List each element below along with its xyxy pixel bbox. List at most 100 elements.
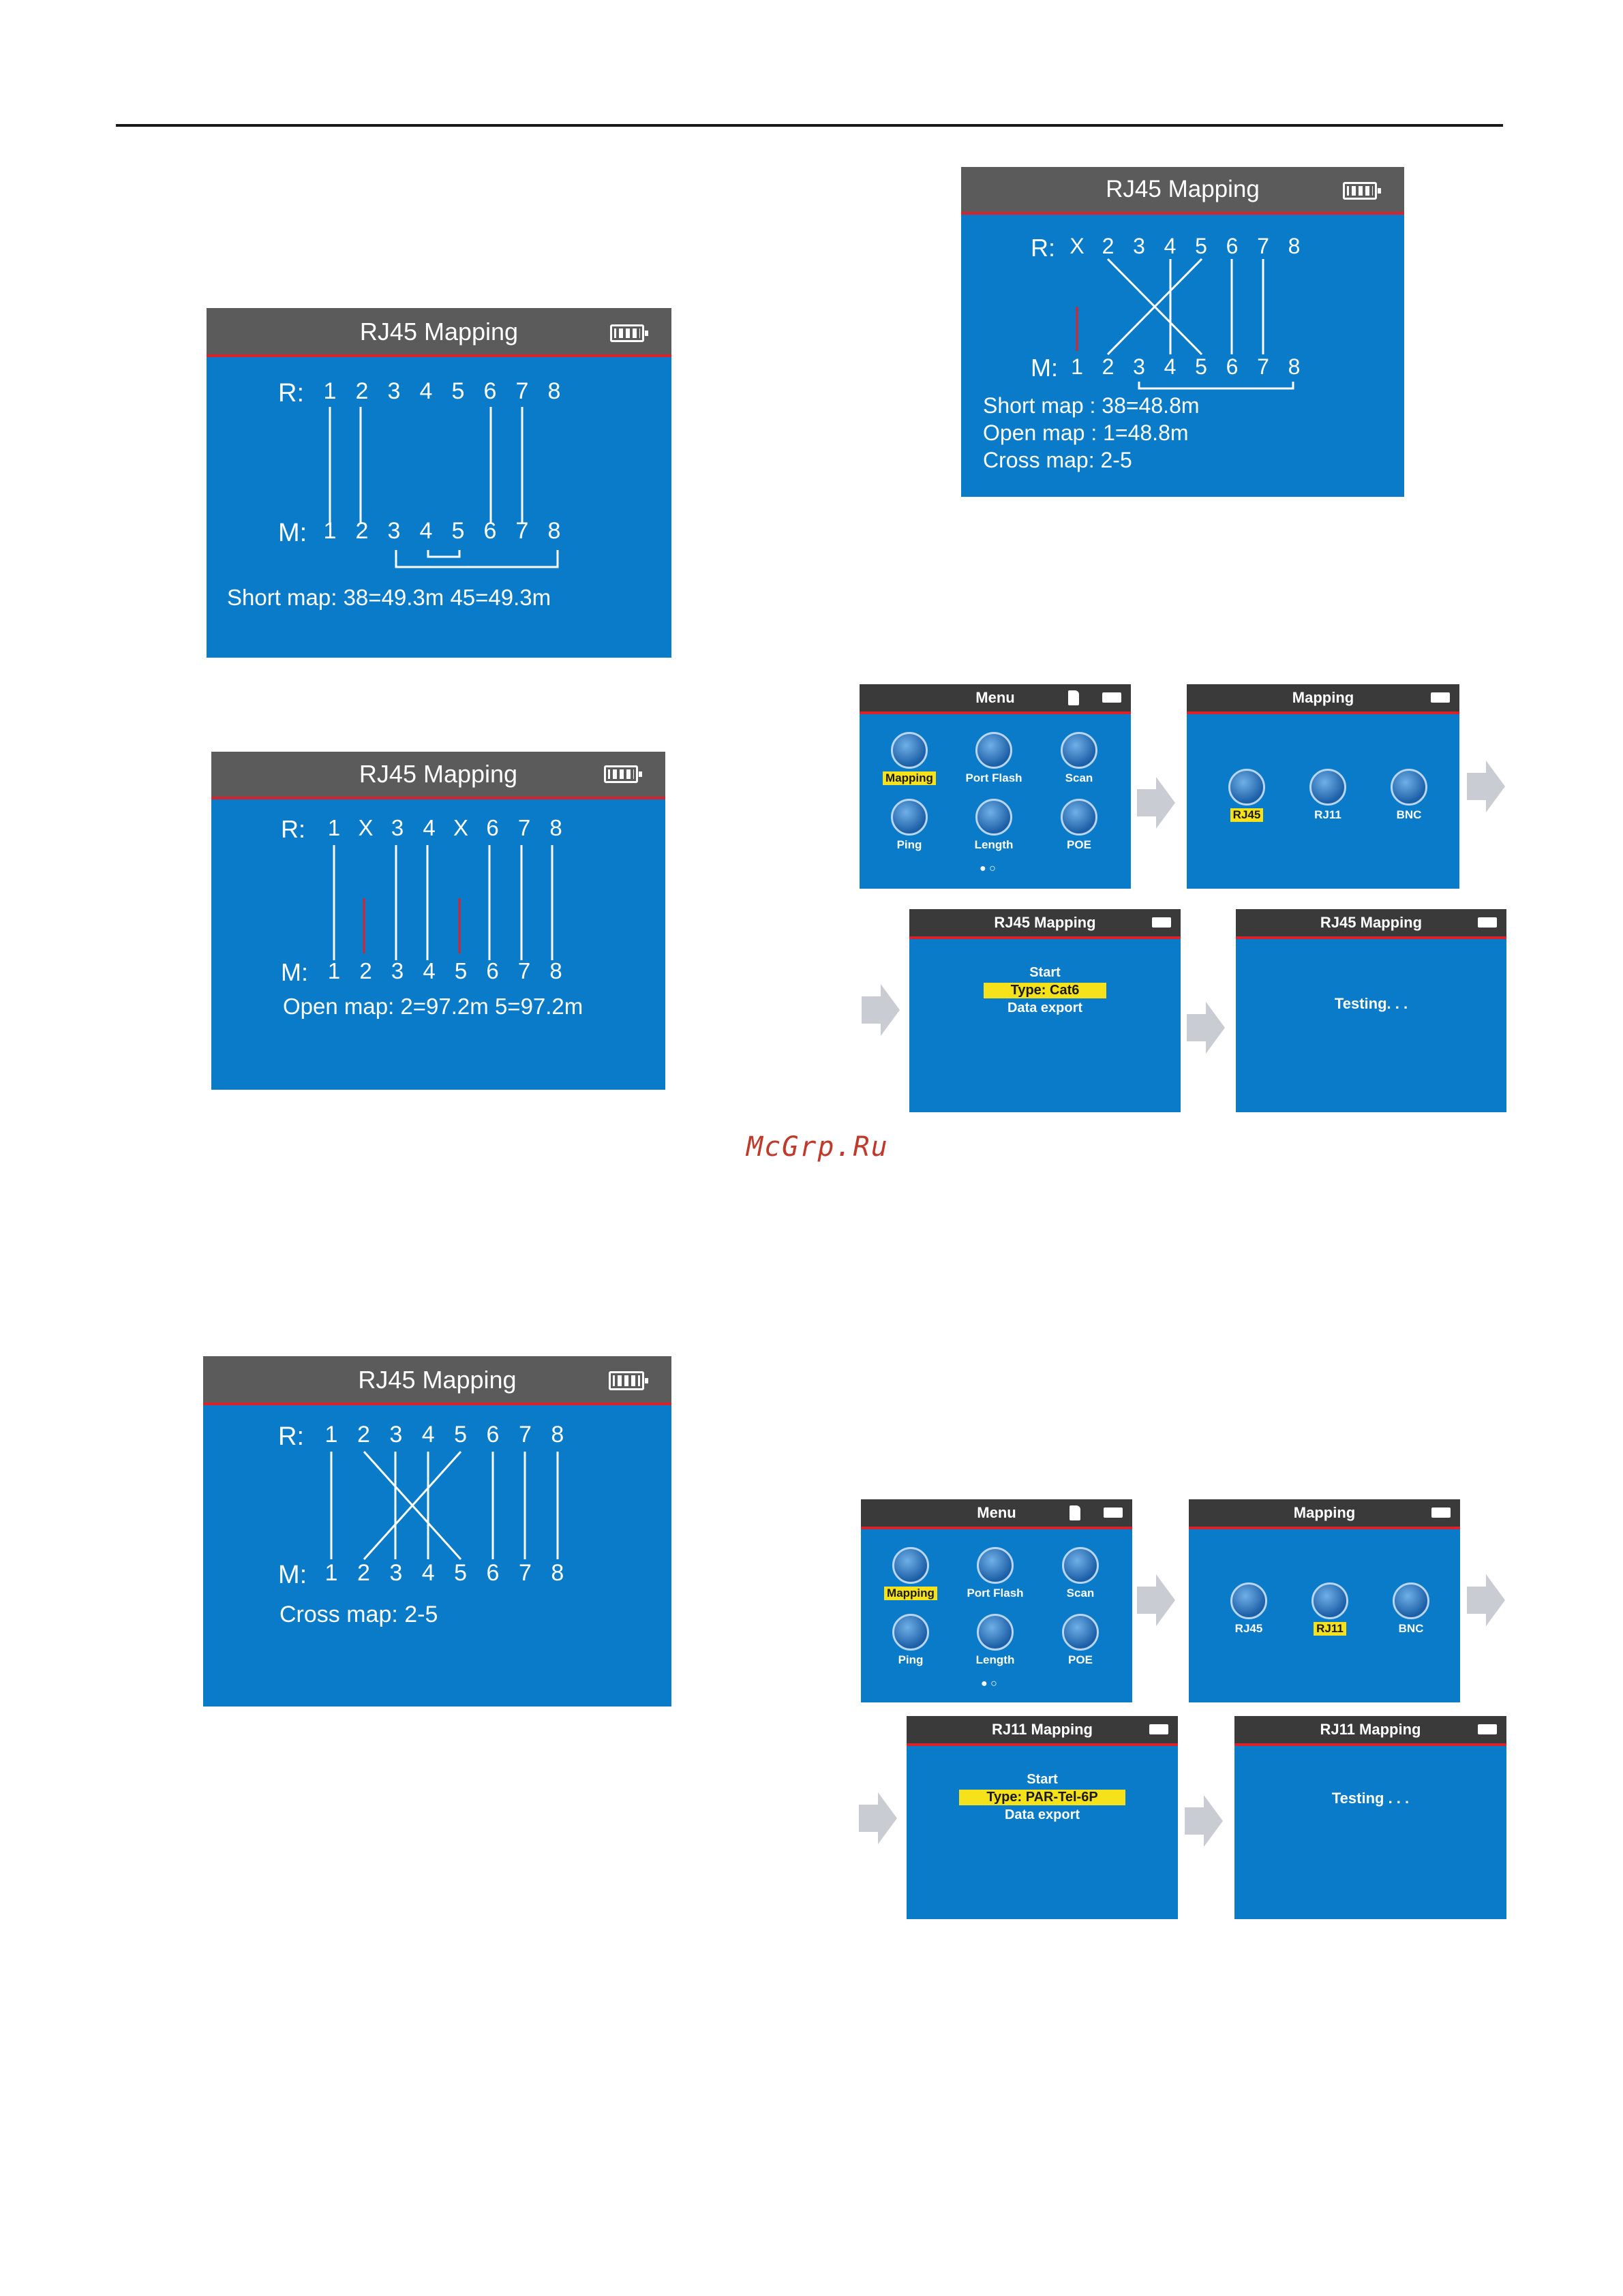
m-pin-label: 2 xyxy=(359,958,371,983)
setup-title: RJ45 Mapping xyxy=(994,914,1096,931)
menu-item-label: POE xyxy=(1068,1653,1093,1666)
wire-lines xyxy=(333,845,553,960)
menu-item-length[interactable]: Length xyxy=(958,1614,1033,1667)
m-pin-label: 1 xyxy=(324,518,337,544)
setup-type[interactable]: Type: PAR-Tel-6P xyxy=(907,1790,1178,1805)
setup-start[interactable]: Start xyxy=(1027,1772,1058,1787)
menu-item-mapping[interactable]: Mapping xyxy=(873,1547,948,1600)
battery-icon xyxy=(1478,1724,1497,1734)
mapping-item-rj45[interactable]: RJ45 xyxy=(1209,769,1284,822)
r-pin-label: 7 xyxy=(518,815,530,840)
menu-item-label: POE xyxy=(1067,838,1091,851)
setup-start[interactable]: Start xyxy=(1029,965,1061,980)
r-pin-label: X xyxy=(453,815,468,840)
menu-item-ping[interactable]: Ping xyxy=(872,799,947,852)
menu-title-bar: Menu xyxy=(861,1499,1132,1529)
flow-arrow-icon xyxy=(1187,1002,1225,1054)
menu-item-poe[interactable]: POE xyxy=(1043,1614,1118,1667)
r-pin-label: 5 xyxy=(454,1422,467,1448)
port-flash-icon xyxy=(975,732,1012,769)
mapping-title: Mapping xyxy=(1292,689,1354,706)
mapping-item-rj45[interactable]: RJ45 xyxy=(1211,1582,1286,1636)
r-prefix: R: xyxy=(278,1422,304,1451)
menu-item-port-flash[interactable]: Port Flash xyxy=(956,732,1031,785)
battery-icon xyxy=(1343,182,1381,200)
menu-item-length[interactable]: Length xyxy=(956,799,1031,852)
flow-arrow-icon xyxy=(1467,1574,1505,1626)
wire-lines xyxy=(1106,258,1294,390)
r-pin-label: X xyxy=(1070,234,1084,258)
r-prefix: R: xyxy=(281,815,305,843)
map-caption-1: Short map : 38=48.8m xyxy=(983,393,1200,418)
scan-icon xyxy=(1062,1547,1099,1584)
testing-status: Testing. . . xyxy=(1334,995,1408,1012)
battery-icon xyxy=(610,324,648,342)
m-pin-label: 2 xyxy=(1102,354,1114,379)
flow-rj11-mapping-screen: Mapping RJ45 RJ11 BNC xyxy=(1189,1499,1460,1702)
open-wire-lines xyxy=(363,898,461,953)
menu-item-scan[interactable]: Scan xyxy=(1043,1547,1118,1600)
battery-icon xyxy=(1478,917,1497,928)
m-pin-label: 6 xyxy=(487,1560,500,1586)
setup-title-bar: RJ45 Mapping xyxy=(909,909,1181,939)
poe-icon xyxy=(1061,799,1097,836)
m-pin-label: 5 xyxy=(454,1560,467,1586)
m-prefix: M: xyxy=(278,519,307,547)
mapping-icon xyxy=(891,732,928,769)
battery-icon xyxy=(609,1371,648,1390)
menu-title-bar: Menu xyxy=(860,684,1131,714)
ping-icon xyxy=(891,799,928,836)
battery-icon xyxy=(1152,917,1171,928)
mapping-item-bnc[interactable]: BNC xyxy=(1374,1582,1448,1636)
short-bracket-45 xyxy=(427,550,461,558)
bnc-icon xyxy=(1391,769,1427,806)
rj45-icon xyxy=(1230,1582,1267,1619)
wire-lines xyxy=(329,407,559,568)
mapping-item-label: BNC xyxy=(1398,1622,1424,1635)
r-pin-label: 7 xyxy=(516,378,529,404)
screen-title: RJ45 Mapping xyxy=(211,752,665,799)
mapping-item-bnc[interactable]: BNC xyxy=(1371,769,1446,822)
battery-icon xyxy=(1431,1507,1451,1518)
map-caption: Short map: 38=49.3m 45=49.3m xyxy=(227,585,551,610)
menu-item-mapping[interactable]: Mapping xyxy=(872,732,947,785)
flow-rj45-menu-screen: Menu Mapping Port Flash Scan Ping Length… xyxy=(860,684,1131,889)
r-pin-label: 7 xyxy=(1257,234,1269,258)
menu-item-ping[interactable]: Ping xyxy=(873,1614,948,1667)
m-pin-label: 7 xyxy=(518,958,530,983)
map-caption: Open map: 2=97.2m 5=97.2m xyxy=(283,994,583,1019)
sd-card-icon xyxy=(1070,1505,1080,1520)
setup-data-export[interactable]: Data export xyxy=(1004,1807,1080,1822)
r-pin-label: 4 xyxy=(1164,234,1177,258)
mapping-item-rj11[interactable]: RJ11 xyxy=(1292,1582,1367,1636)
m-pin-label: 6 xyxy=(484,518,497,544)
menu-item-port-flash[interactable]: Port Flash xyxy=(958,1547,1033,1600)
length-icon xyxy=(975,799,1012,836)
page-indicator: ● ○ xyxy=(980,863,996,874)
screen-title-text: RJ45 Mapping xyxy=(359,760,518,788)
menu-item-label: Mapping xyxy=(884,1587,937,1600)
menu-item-poe[interactable]: POE xyxy=(1042,799,1117,852)
m-pin-label: 4 xyxy=(422,1560,435,1586)
port-flash-icon xyxy=(977,1547,1014,1584)
m-prefix: M: xyxy=(278,1561,307,1589)
r-pin-label: 6 xyxy=(484,378,497,404)
m-pin-label: 7 xyxy=(516,518,529,544)
menu-item-scan[interactable]: Scan xyxy=(1042,732,1117,785)
sd-card-icon xyxy=(1068,690,1079,705)
setup-type[interactable]: Type: Cat6 xyxy=(909,983,1181,998)
r-pin-label: 3 xyxy=(388,378,401,404)
setup-data-export[interactable]: Data export xyxy=(1007,1000,1083,1015)
menu-item-label: Port Flash xyxy=(967,1587,1024,1599)
screen-title-text: RJ45 Mapping xyxy=(1106,176,1260,202)
mapping-item-label: RJ11 xyxy=(1314,808,1341,821)
mapping-item-rj11[interactable]: RJ11 xyxy=(1290,769,1365,822)
menu-item-label: Mapping xyxy=(883,771,936,785)
m-pin-label: 5 xyxy=(455,958,467,983)
r-pin-label: 3 xyxy=(1133,234,1145,258)
battery-icon xyxy=(1149,1724,1168,1734)
setup-title: RJ11 Mapping xyxy=(992,1721,1093,1738)
